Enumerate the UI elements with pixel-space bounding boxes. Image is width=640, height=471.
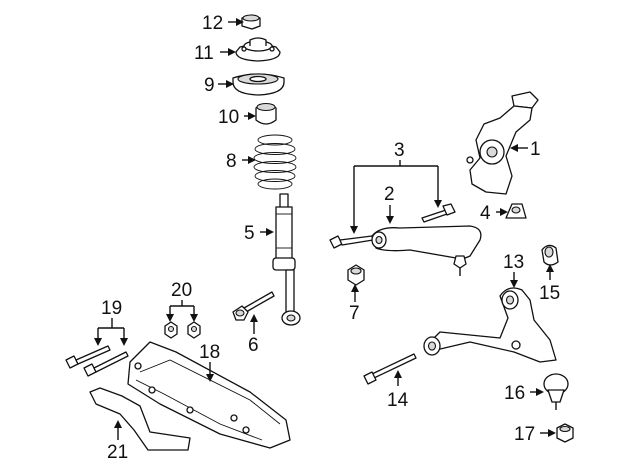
- callout-21: 21: [107, 442, 128, 463]
- callout-7: 7: [349, 303, 360, 324]
- crossmember-bolts-part: [65, 345, 129, 377]
- nut-part-7: [347, 264, 365, 286]
- callout-20: 20: [171, 280, 192, 301]
- nut-part-17: [556, 423, 574, 443]
- callout-19: 19: [101, 298, 122, 319]
- callout-6: 6: [248, 335, 259, 356]
- callout-18: 18: [199, 342, 220, 363]
- ball-joint-part: [543, 373, 569, 410]
- crossmember-nuts-part: [164, 321, 201, 339]
- callout-labels: 12 11 9 10 8 5 6 7 3 2 1 4 15 13 14 16 1…: [101, 13, 560, 463]
- top-nut-part: [241, 14, 261, 30]
- callout-2: 2: [384, 184, 395, 205]
- coil-spring-part: [253, 134, 297, 190]
- callout-10: 10: [218, 107, 239, 128]
- callout-13: 13: [503, 252, 524, 273]
- shock-absorber-part: [272, 193, 301, 326]
- callout-17: 17: [514, 424, 535, 445]
- callout-9: 9: [204, 75, 215, 96]
- upper-mount-part: [235, 37, 281, 62]
- callout-8: 8: [226, 151, 237, 172]
- callout-5: 5: [244, 223, 255, 244]
- callout-12: 12: [202, 13, 223, 34]
- lower-arm-bolt-part: [363, 353, 417, 385]
- callout-4: 4: [480, 203, 491, 224]
- callout-11: 11: [194, 43, 214, 64]
- upper-control-arm-part: [371, 225, 482, 276]
- bracket-part: [89, 387, 191, 451]
- bump-stop-part: [505, 203, 527, 219]
- bushing-part-15: [541, 244, 559, 266]
- callout-16: 16: [504, 383, 525, 404]
- callout-3: 3: [394, 140, 405, 161]
- leader-lines: [94, 18, 556, 440]
- insulator-part: [255, 102, 277, 125]
- steering-knuckle-part: [466, 91, 539, 195]
- lower-shock-bolt-part: [232, 291, 275, 321]
- callout-15: 15: [539, 283, 560, 304]
- callout-1: 1: [530, 139, 541, 160]
- lower-control-arm-part: [423, 287, 557, 363]
- spring-seat-part: [232, 73, 285, 96]
- callout-14: 14: [387, 390, 409, 411]
